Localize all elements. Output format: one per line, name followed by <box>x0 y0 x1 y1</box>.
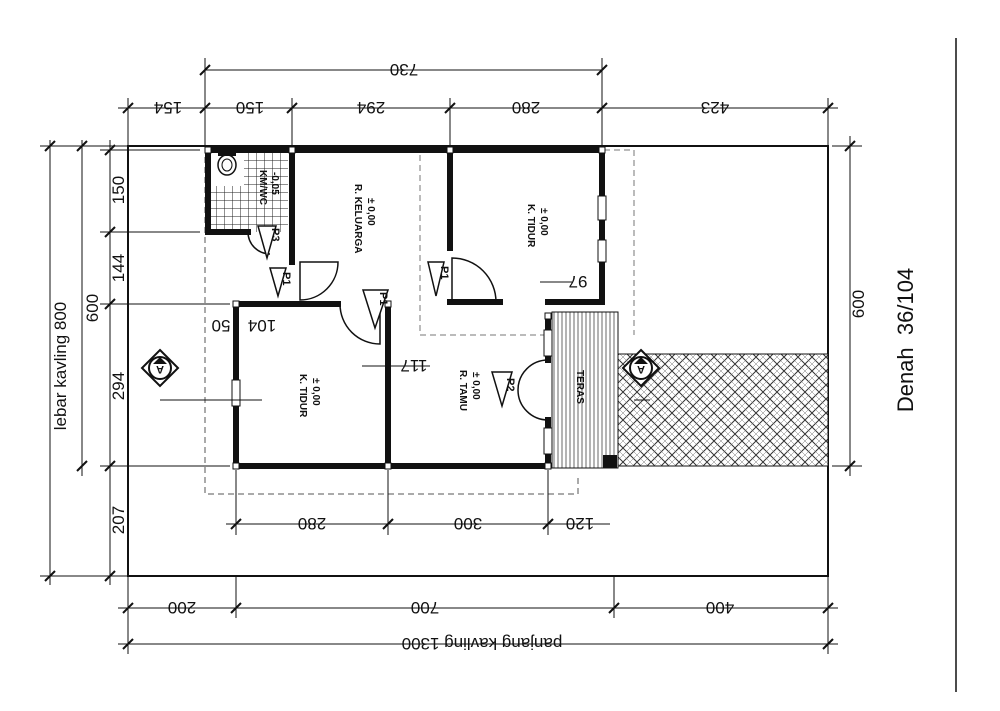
roof-outline <box>204 147 579 495</box>
room-tidur-left-label: K. TIDUR <box>297 374 308 418</box>
dim-lot-200: 200 <box>168 598 196 617</box>
dim-104: 104 <box>248 316 276 335</box>
room-tamu-level: ± 0,00 <box>470 372 481 400</box>
teras-column <box>603 455 617 468</box>
dim-left-150: 150 <box>109 176 128 204</box>
walls <box>205 147 605 469</box>
room-tidur-top-level: ± 0,00 <box>538 208 549 236</box>
dim-117: 117 <box>400 356 427 375</box>
dimension-ticks <box>44 64 856 650</box>
lot-width-label: lebar kavling 800 <box>51 302 70 431</box>
room-keluarga-level: ± 0,00 <box>365 198 376 226</box>
toilet-icon <box>217 152 237 176</box>
door-tags <box>257 225 514 409</box>
dim-left-207: 207 <box>109 506 128 534</box>
section-marker-right-label: A <box>637 363 645 375</box>
dim-top-280: 280 <box>512 98 540 117</box>
door-tag-p1b: P1 <box>438 266 450 279</box>
room-km-wc-level: -0,05 <box>269 172 280 195</box>
room-tidur-left-level: ± 0,00 <box>310 378 321 406</box>
dim-top-294: 294 <box>357 98 385 117</box>
dim-right-600: 600 <box>849 290 868 318</box>
door-tag-p1c: P1 <box>377 292 389 305</box>
dim-50: 50 <box>212 316 231 335</box>
dim-lot-400: 400 <box>706 598 734 617</box>
windows <box>231 195 607 455</box>
dim-left-294: 294 <box>109 372 128 400</box>
dim-lot-700: 700 <box>411 598 439 617</box>
dim-bottom-120: 120 <box>566 514 594 533</box>
dim-bottom-300: 300 <box>454 514 482 533</box>
dim-top-423: 423 <box>701 98 729 117</box>
room-teras-label: TERAS <box>574 370 585 404</box>
dimension-lines <box>40 58 862 654</box>
lot-length-label: panjang kavling 1300 <box>402 634 563 653</box>
section-marker-right: A <box>621 348 661 388</box>
room-keluarga-label: R. KELUARGA <box>352 184 363 253</box>
dim-left-144: 144 <box>109 254 128 282</box>
dim-left-600: 600 <box>83 294 102 322</box>
section-marker-left-label: A <box>156 363 164 375</box>
dim-97: 97 <box>569 272 588 291</box>
plan-title: Denah 36/104 <box>893 268 918 412</box>
dim-bottom-280: 280 <box>298 514 326 533</box>
teras-floor <box>551 311 619 469</box>
dim-top-overall: 730 <box>390 60 418 79</box>
room-tidur-top-label: K. TIDUR <box>525 204 536 248</box>
door-tag-p1a: P1 <box>280 272 292 285</box>
door-tag-p2: P2 <box>504 378 516 391</box>
room-tamu-label: R. TAMU <box>457 370 468 411</box>
columns <box>204 146 606 470</box>
section-marker-left: A <box>140 348 180 388</box>
room-km-wc-label: KM/WC <box>257 170 268 205</box>
dim-top-150: 150 <box>236 98 264 117</box>
dim-top-154: 154 <box>154 98 182 117</box>
door-tag-p3: P3 <box>269 228 281 241</box>
